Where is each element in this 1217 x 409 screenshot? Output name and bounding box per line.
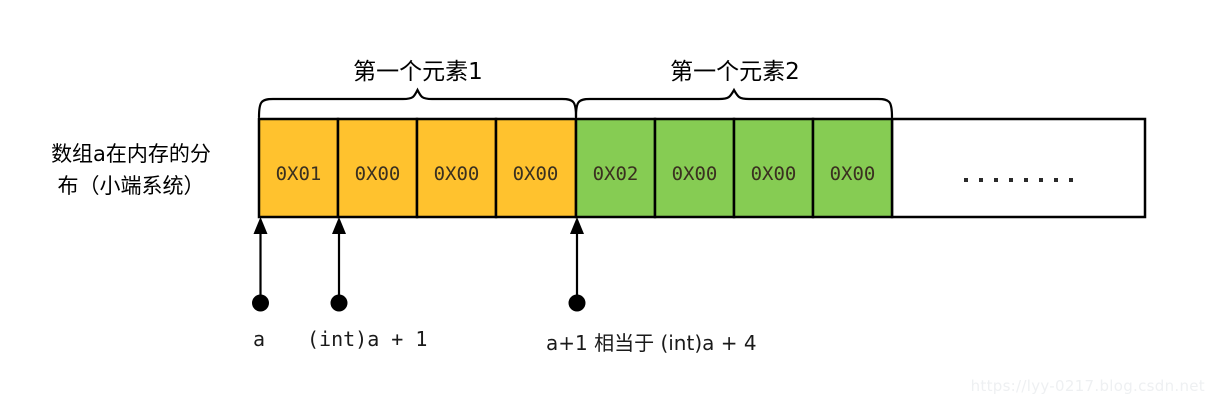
- memory-cell-3: [494, 117, 578, 219]
- pointer-arrow-a-plus-1: [568, 217, 586, 312]
- brace-group-2: [574, 87, 894, 119]
- memory-cell-value-7: 0X00: [829, 163, 876, 185]
- watermark: https://lyy-0217.blog.csdn.net: [970, 377, 1205, 395]
- pointer-label-int-a-plus-1: (int)a + 1: [307, 327, 428, 351]
- side-caption: 数组a在内存的分 布（小端系统）: [18, 138, 244, 202]
- memory-cell-6: [732, 117, 815, 219]
- trailing-memory-region: [890, 117, 1147, 219]
- memory-cell-value-2: 0X00: [433, 163, 480, 185]
- side-caption-line-1: 数组a在内存的分: [51, 142, 211, 166]
- group-label-element-1: 第一个元素1: [353, 59, 483, 85]
- memory-cell-5: [653, 117, 736, 219]
- memory-cell-7: [811, 117, 894, 219]
- memory-cell-value-3: 0X00: [512, 163, 559, 185]
- pointer-arrow-int-a-plus-1: [330, 217, 348, 312]
- memory-cell-value-0: 0X01: [275, 163, 322, 185]
- pointer-arrow-a: [252, 217, 269, 312]
- memory-cell-value-1: 0X00: [354, 163, 401, 185]
- brace-group-1: [257, 87, 578, 119]
- pointer-label-a: a: [253, 327, 266, 351]
- memory-cell-value-4: 0X02: [592, 163, 639, 185]
- memory-cell-value-5: 0X00: [671, 163, 718, 185]
- memory-cell-1: [336, 117, 419, 219]
- memory-cell-4: [574, 117, 657, 219]
- side-caption-line-2: 布（小端系统）: [57, 174, 205, 198]
- pointer-label-a-plus-1: a+1 相当于 (int)a + 4: [546, 331, 757, 355]
- group-label-element-2: 第一个元素2: [670, 59, 800, 85]
- memory-cell-value-6: 0X00: [750, 163, 797, 185]
- ellipsis-dots: [964, 178, 1073, 182]
- memory-cell-0: [257, 117, 340, 219]
